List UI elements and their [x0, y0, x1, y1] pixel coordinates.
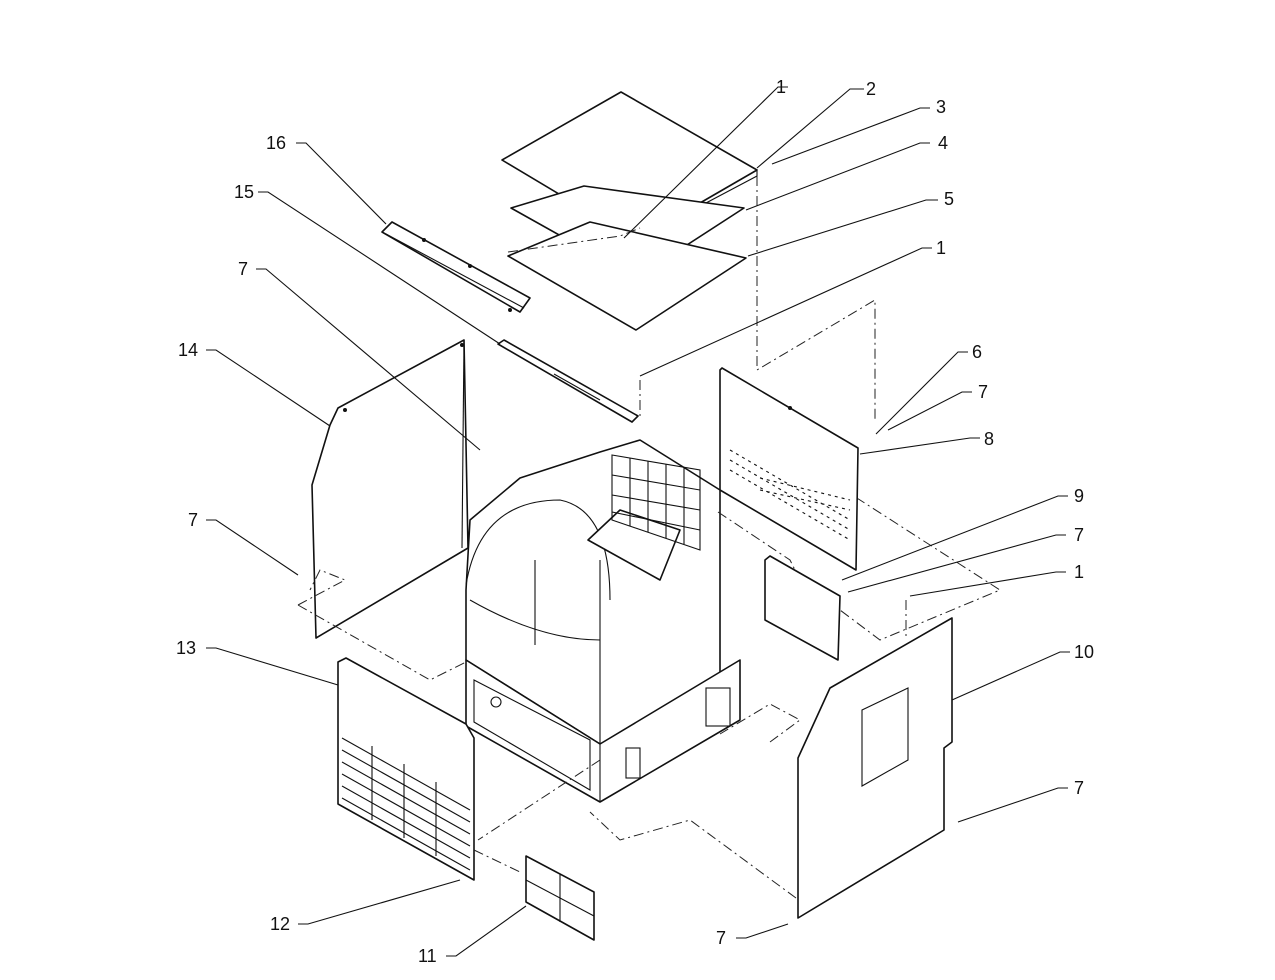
callout-16: 16	[266, 133, 286, 153]
rail-15	[497, 339, 639, 423]
callout-5: 5	[944, 189, 954, 209]
callout-7: 7	[1074, 778, 1084, 798]
front-grille	[341, 737, 471, 871]
vent-perforations	[729, 449, 851, 541]
filter-11	[525, 855, 595, 941]
callout-labels: 1 2 3 4 5 1 6 7 8 9 7 1 10 7 7 11 12 13 …	[176, 77, 1094, 966]
left-side-panel-14	[311, 339, 469, 639]
callout-10: 10	[1074, 642, 1094, 662]
front-bezel-13	[337, 657, 475, 881]
cabinet-body	[465, 439, 741, 803]
callout-7: 7	[1074, 525, 1084, 545]
callout-13: 13	[176, 638, 196, 658]
callout-8: 8	[984, 429, 994, 449]
callout-4: 4	[938, 133, 948, 153]
callout-7: 7	[238, 259, 248, 279]
callout-1: 1	[1074, 562, 1084, 582]
right-side-panel-10	[797, 617, 953, 919]
callout-9: 9	[1074, 486, 1084, 506]
top-trim-16	[381, 221, 531, 313]
callout-1: 1	[936, 238, 946, 258]
callout-12: 12	[270, 914, 290, 934]
leader-lines	[206, 86, 1070, 957]
callout-7: 7	[978, 382, 988, 402]
callout-15: 15	[234, 182, 254, 202]
callout-7: 7	[716, 928, 726, 948]
callout-1: 1	[776, 77, 786, 97]
callout-3: 3	[936, 97, 946, 117]
callout-6: 6	[972, 342, 982, 362]
callout-11: 11	[418, 946, 437, 966]
rear-panel-8	[719, 367, 859, 571]
callout-7: 7	[188, 510, 198, 530]
top-base-sheet	[507, 221, 747, 331]
callout-2: 2	[866, 79, 876, 99]
callout-14: 14	[178, 340, 198, 360]
side-louver-panel-9	[764, 555, 841, 661]
evaporator-grid	[611, 454, 701, 551]
